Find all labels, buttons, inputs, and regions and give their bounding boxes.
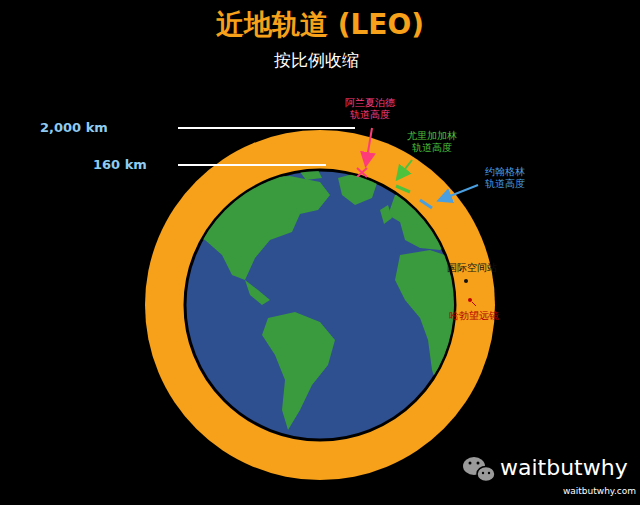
- watermark: waitbutwhy.com: [563, 486, 636, 497]
- leader-arrow: [398, 160, 412, 178]
- callout-label: 尤里加加林 轨道高度: [404, 130, 460, 154]
- watermark: waitbutwhy: [500, 455, 628, 481]
- callout-label: 国际空间站: [447, 262, 497, 273]
- scale-line: [178, 164, 326, 166]
- iss-dot: [464, 279, 468, 283]
- leader-arrow: [440, 185, 478, 200]
- callout-label: 哈勃望远镜: [449, 310, 499, 321]
- subtitle: 按比例收缩: [0, 50, 636, 70]
- dimension-label: 160 km: [93, 157, 147, 173]
- scale-line: [178, 127, 355, 129]
- title: 近地轨道 (LEO): [0, 8, 640, 42]
- leo-band: [145, 130, 495, 480]
- leader-arrow: [366, 128, 372, 164]
- callout-label: 阿兰夏泊德 轨道高度: [342, 97, 398, 121]
- orbit-mark: [396, 186, 410, 192]
- hubble-dot: [468, 298, 472, 302]
- callout-label: 约翰格林 轨道高度: [482, 166, 528, 190]
- orbit-mark: [420, 200, 432, 208]
- wechat-logo: [463, 457, 495, 482]
- dimension-label: 2,000 km: [40, 120, 108, 136]
- leader-line: [472, 302, 476, 306]
- orbit-mark: [357, 168, 367, 177]
- continents: [185, 170, 460, 430]
